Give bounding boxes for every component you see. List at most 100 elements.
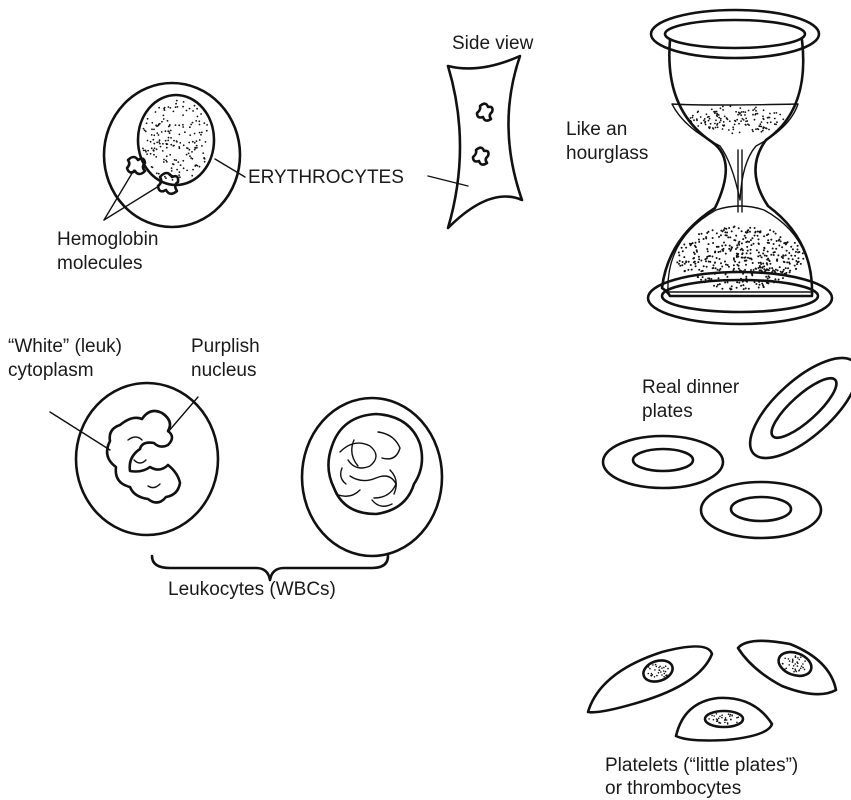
stipple-dot	[170, 144, 172, 146]
stipple-dot	[764, 255, 766, 257]
stipple-dot	[773, 254, 775, 256]
stipple-dot	[755, 107, 757, 109]
stipple-dot	[731, 230, 733, 232]
purplish-nucleus-label-line2: nucleus	[191, 359, 257, 382]
stipple-dot	[797, 249, 799, 251]
stipple-dot	[719, 268, 721, 270]
stipple-dot	[698, 239, 700, 241]
stipple-dot	[660, 671, 662, 673]
stipple-dot	[648, 673, 650, 675]
stipple-dot	[741, 242, 743, 244]
stipple-dot	[151, 122, 153, 124]
stipple-dot	[199, 132, 201, 134]
stipple-dot	[804, 669, 806, 671]
stipple-dot	[704, 258, 706, 260]
stipple-dot	[757, 128, 759, 130]
stipple-dot	[172, 145, 174, 147]
stipple-dot	[766, 268, 768, 270]
stipple-dot	[734, 261, 736, 263]
stipple-dot	[738, 261, 740, 263]
stipple-dot	[782, 271, 784, 273]
stipple-dot	[661, 674, 663, 676]
stipple-dot	[656, 666, 658, 668]
stipple-dot	[709, 261, 711, 263]
stipple-dot	[759, 231, 761, 233]
stipple-dot	[681, 264, 683, 266]
stipple-dot	[720, 118, 722, 120]
platelets-label-line2: or thrombocytes	[605, 777, 741, 800]
stipple-dot	[762, 130, 764, 132]
stipple-dot	[727, 723, 729, 725]
stipple-dot	[781, 256, 783, 258]
stipple-dot	[736, 722, 738, 724]
stipple-dot	[712, 267, 714, 269]
stipple-dot	[762, 115, 764, 117]
stipple-dot	[177, 106, 179, 108]
stipple-dot	[194, 133, 196, 135]
stipple-dot	[778, 239, 780, 241]
stipple-dot	[695, 265, 697, 267]
stipple-dot	[717, 126, 719, 128]
stipple-dot	[158, 173, 160, 175]
stipple-dot	[654, 676, 656, 678]
stipple-dot	[142, 148, 144, 150]
stipple-dot	[782, 118, 784, 120]
stipple-dot	[716, 718, 718, 720]
stipple-dot	[760, 267, 762, 269]
leukocytes-label: Leukocytes (WBCs)	[168, 578, 336, 601]
stipple-dot	[729, 120, 731, 122]
stipple-dot	[804, 660, 806, 662]
stipple-dot	[705, 236, 707, 238]
stipple-dot	[684, 263, 686, 265]
hourglass-illustration	[648, 10, 832, 324]
stipple-dot	[786, 250, 788, 252]
stipple-dot	[197, 116, 199, 118]
stipple-dot	[715, 127, 717, 129]
leukocytes-brace	[152, 556, 388, 580]
stipple-dot	[717, 284, 719, 286]
stipple-dot	[724, 116, 726, 118]
stipple-dot	[719, 251, 721, 253]
stipple-dot	[206, 130, 208, 132]
stipple-dot	[783, 269, 785, 271]
stipple-dot	[745, 231, 747, 233]
stipple-dot	[718, 114, 720, 116]
stipple-dot	[755, 283, 757, 285]
stipple-dot	[658, 667, 660, 669]
nucleus-pointer-line	[168, 397, 198, 432]
stipple-dot	[153, 134, 155, 136]
stipple-dot	[728, 227, 730, 229]
stipple-dot	[173, 111, 175, 113]
stipple-dot	[189, 134, 191, 136]
stipple-dot	[145, 151, 147, 153]
stipple-dot	[654, 669, 656, 671]
stipple-dot	[665, 665, 667, 667]
stipple-dot	[182, 106, 184, 108]
stipple-dot	[720, 262, 722, 264]
stipple-dot	[719, 283, 721, 285]
stipple-dot	[744, 114, 746, 116]
stipple-dot	[728, 266, 730, 268]
stipple-dot	[750, 249, 752, 251]
stipple-dot	[693, 257, 695, 259]
stipple-dot	[788, 658, 790, 660]
stipple-dot	[166, 155, 168, 157]
stipple-dot	[779, 114, 781, 116]
stipple-dot	[749, 227, 751, 229]
stipple-dot	[729, 236, 731, 238]
dinner-plate	[603, 436, 723, 488]
stipple-dot	[802, 258, 804, 260]
stipple-dot	[179, 142, 181, 144]
stipple-dot	[800, 668, 802, 670]
stipple-dot	[189, 155, 191, 157]
stipple-dot	[176, 141, 178, 143]
stipple-dot	[774, 278, 776, 280]
stipple-dot	[194, 142, 196, 144]
stipple-dot	[175, 124, 177, 126]
stipple-dot	[768, 275, 770, 277]
stipple-dot	[758, 238, 760, 240]
stipple-dot	[750, 252, 752, 254]
stipple-dot	[704, 118, 706, 120]
stipple-dot	[173, 140, 175, 142]
stipple-dot	[153, 150, 155, 152]
